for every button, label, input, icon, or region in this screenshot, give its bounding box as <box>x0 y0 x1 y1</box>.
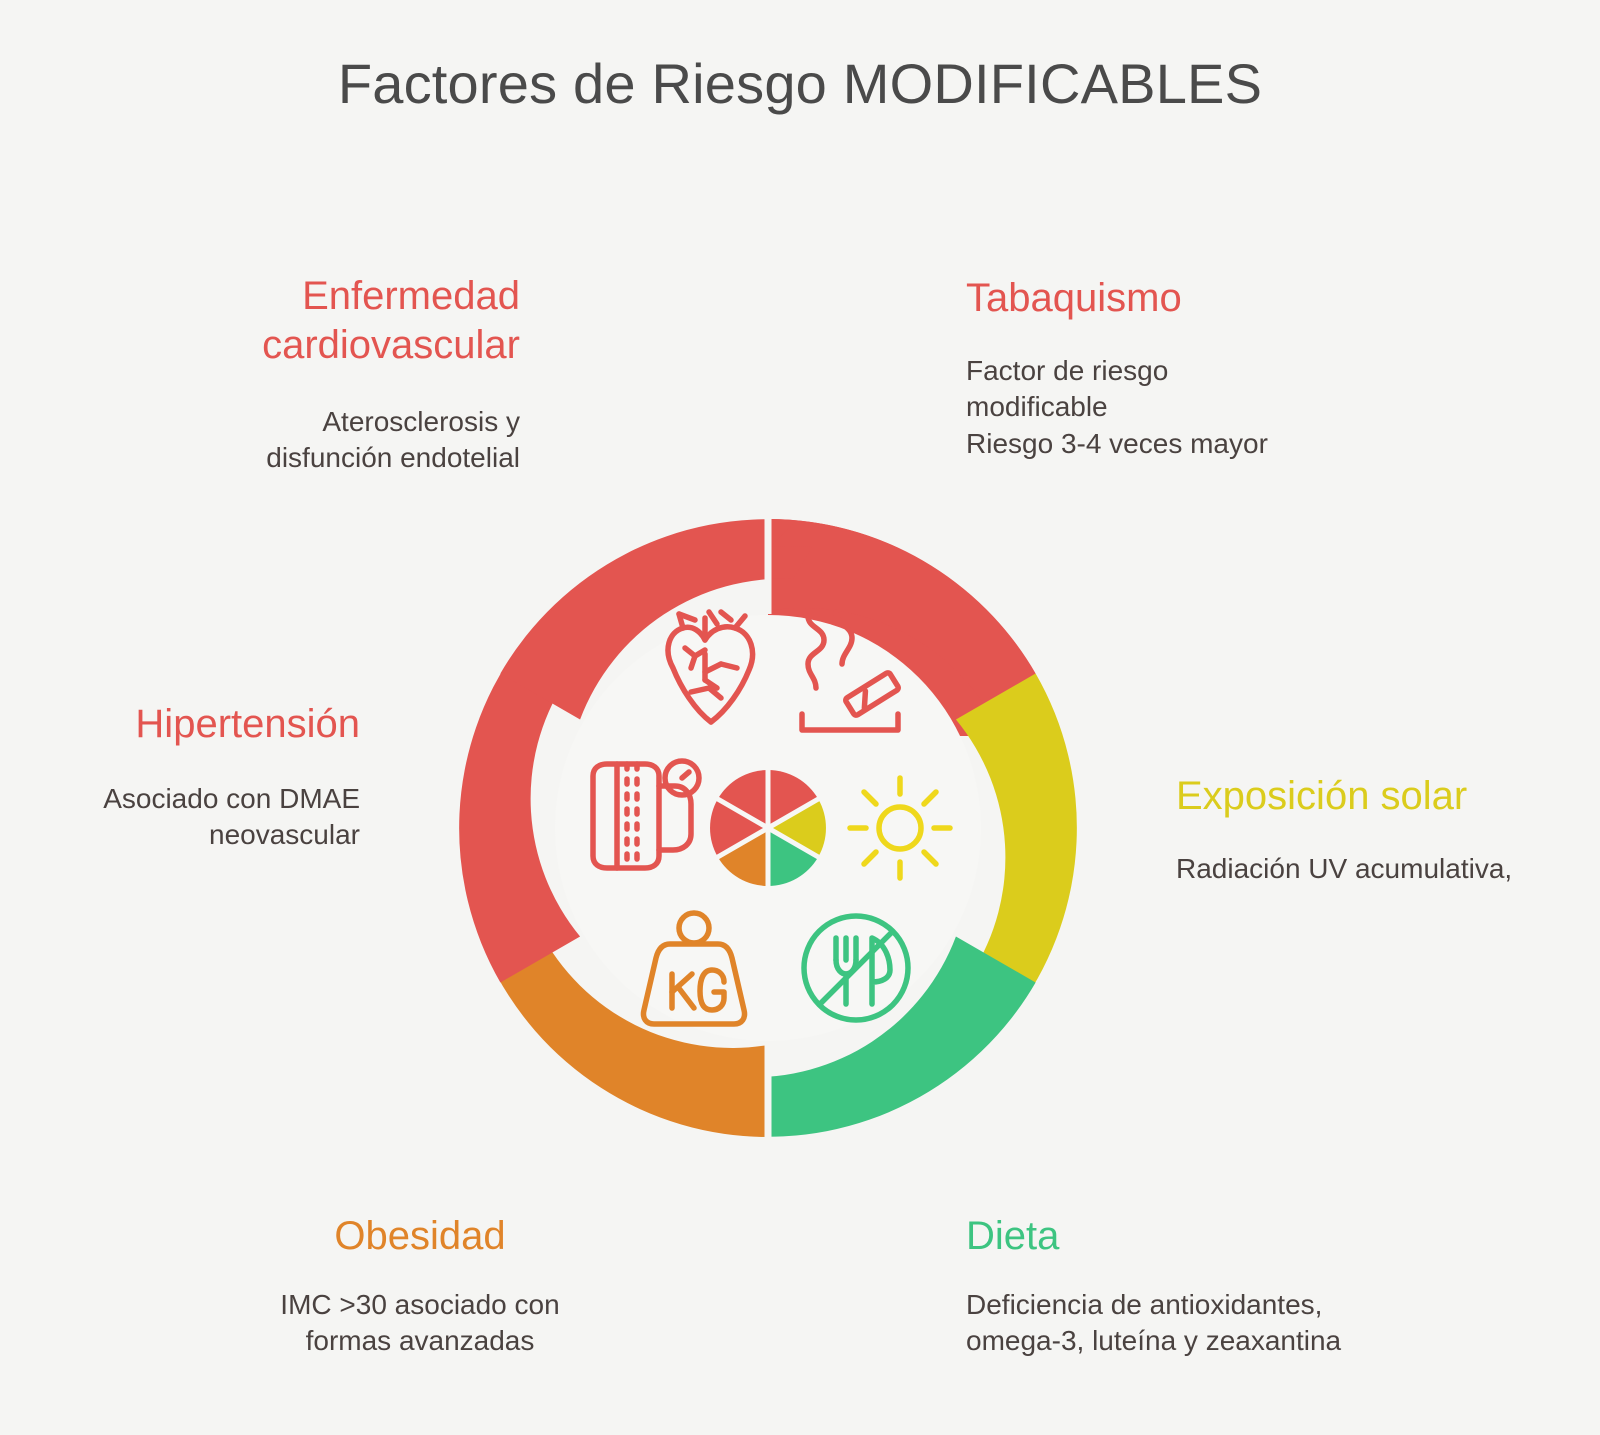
hub-pie-icon <box>706 765 830 891</box>
callout-body-tabaquismo: Factor de riesgo modificable Riesgo 3-4 … <box>966 354 1268 459</box>
callout-body-cardiovascular: Aterosclerosis y disfunción endotelial <box>266 405 520 473</box>
callout-hipertension: Hipertensión Asociado con DMAE neovascul… <box>0 700 360 854</box>
weight-kg-icon <box>640 910 748 1027</box>
blood-pressure-icon <box>590 758 702 871</box>
page-title: Factores de Riesgo MODIFICABLES <box>337 51 1263 115</box>
callout-obesidad: Obesidad IMC >30 asociado con formas ava… <box>200 1212 640 1360</box>
callout-body-dieta: Deficiencia de antioxidantes, omega-3, l… <box>966 1288 1342 1357</box>
risk-factor-wheel <box>382 442 1154 1214</box>
callout-title-exposicion: Exposición solar <box>1176 774 1468 818</box>
sun-icon <box>847 775 953 881</box>
ring-segment-cardiovascular[interactable] <box>500 442 819 777</box>
callout-tabaquismo: Tabaquismo Factor de riesgo modificable … <box>966 274 1426 462</box>
ring-segment-dieta[interactable] <box>717 879 1036 1214</box>
callout-enfermedad-cardiovascular: Enfermedad cardiovascular Aterosclerosis… <box>120 272 520 476</box>
callout-title-obesidad: Obesidad <box>334 1214 506 1258</box>
ring-segment-hipertension[interactable] <box>382 636 679 983</box>
callout-title-tabaquismo: Tabaquismo <box>966 276 1182 320</box>
callout-dieta: Dieta Deficiencia de antioxidantes, omeg… <box>966 1212 1486 1360</box>
callout-body-hipertension: Asociado con DMAE neovascular <box>103 782 360 851</box>
no-food-icon <box>801 913 911 1023</box>
callout-title-cardiovascular: Enfermedad cardiovascular <box>262 274 520 367</box>
ring-segment-exposicion[interactable] <box>857 673 1154 1020</box>
cigarette-icon <box>799 609 901 733</box>
callout-body-exposicion: Radiación UV acumulativa, <box>1176 852 1513 884</box>
callout-title-dieta: Dieta <box>966 1214 1060 1258</box>
callout-exposicion-solar: Exposición solar Radiación UV acumulativ… <box>1176 772 1600 887</box>
heart-anatomy-icon <box>665 609 756 725</box>
callout-title-hipertension: Hipertensión <box>135 702 360 746</box>
ring-segment-obesidad[interactable] <box>487 930 769 1138</box>
callout-body-obesidad: IMC >30 asociado con formas avanzadas <box>280 1288 560 1357</box>
